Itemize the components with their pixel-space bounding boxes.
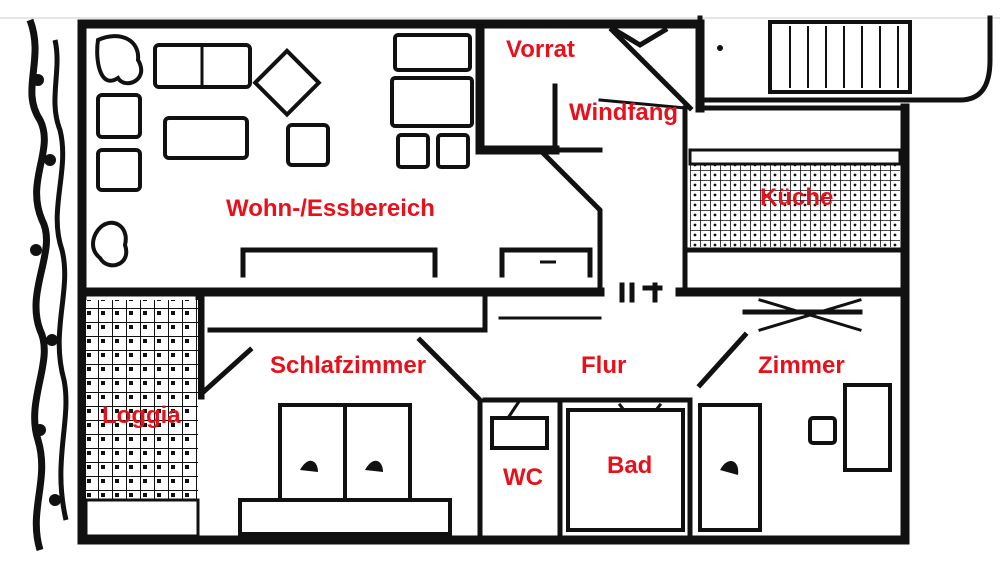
- bed-icon: [698, 403, 762, 532]
- bed-icon: [238, 403, 452, 536]
- chair-icon: [286, 123, 330, 167]
- room-label-bad: Bad: [607, 452, 652, 479]
- plant-icon: [26, 18, 69, 552]
- kitchen-floor: [690, 165, 900, 247]
- living-furniture: [91, 33, 663, 303]
- chair-icon: [436, 133, 470, 169]
- wardrobe: [238, 498, 452, 536]
- loggia-planter: [84, 498, 200, 538]
- room-label-zimmer: Zimmer: [758, 352, 845, 379]
- zimmer-furniture: [698, 298, 892, 532]
- interior-walls: [77, 26, 910, 543]
- plant-icon: [91, 220, 129, 268]
- chair-icon: [252, 48, 322, 118]
- room-label-wc: WC: [503, 464, 543, 491]
- radiator: [619, 282, 663, 303]
- outer-walls: [77, 15, 993, 545]
- chair-icon: [808, 416, 837, 445]
- table-icon: [163, 116, 249, 160]
- room-label-flur: Flur: [581, 352, 626, 379]
- loggia-floor: [86, 300, 198, 500]
- room-label-wohn: Wohn-/Essbereich: [226, 195, 435, 222]
- staircase-icon: [717, 20, 912, 94]
- armchair: [96, 148, 142, 192]
- table-icon: [390, 76, 474, 128]
- room-label-kueche: Küche: [760, 184, 833, 211]
- toilet: [490, 416, 549, 450]
- bathtub: [566, 408, 685, 532]
- chair-icon: [396, 133, 430, 169]
- kitchen-counter: [688, 148, 902, 166]
- room-label-vorrat: Vorrat: [506, 36, 575, 63]
- armchair: [96, 93, 142, 139]
- room-label-schlafzimmer: Schlafzimmer: [270, 352, 426, 379]
- chair-icon: [393, 33, 472, 72]
- plant-icon: [95, 34, 144, 86]
- room-label-windfang: Windfang: [569, 99, 678, 126]
- room-labels: Vorrat Windfang Wohn-/Essbereich Küche S…: [102, 36, 845, 491]
- room-label-loggia: Loggia: [102, 402, 181, 429]
- bathroom-fixtures: [490, 408, 685, 532]
- table-icon: [843, 383, 892, 472]
